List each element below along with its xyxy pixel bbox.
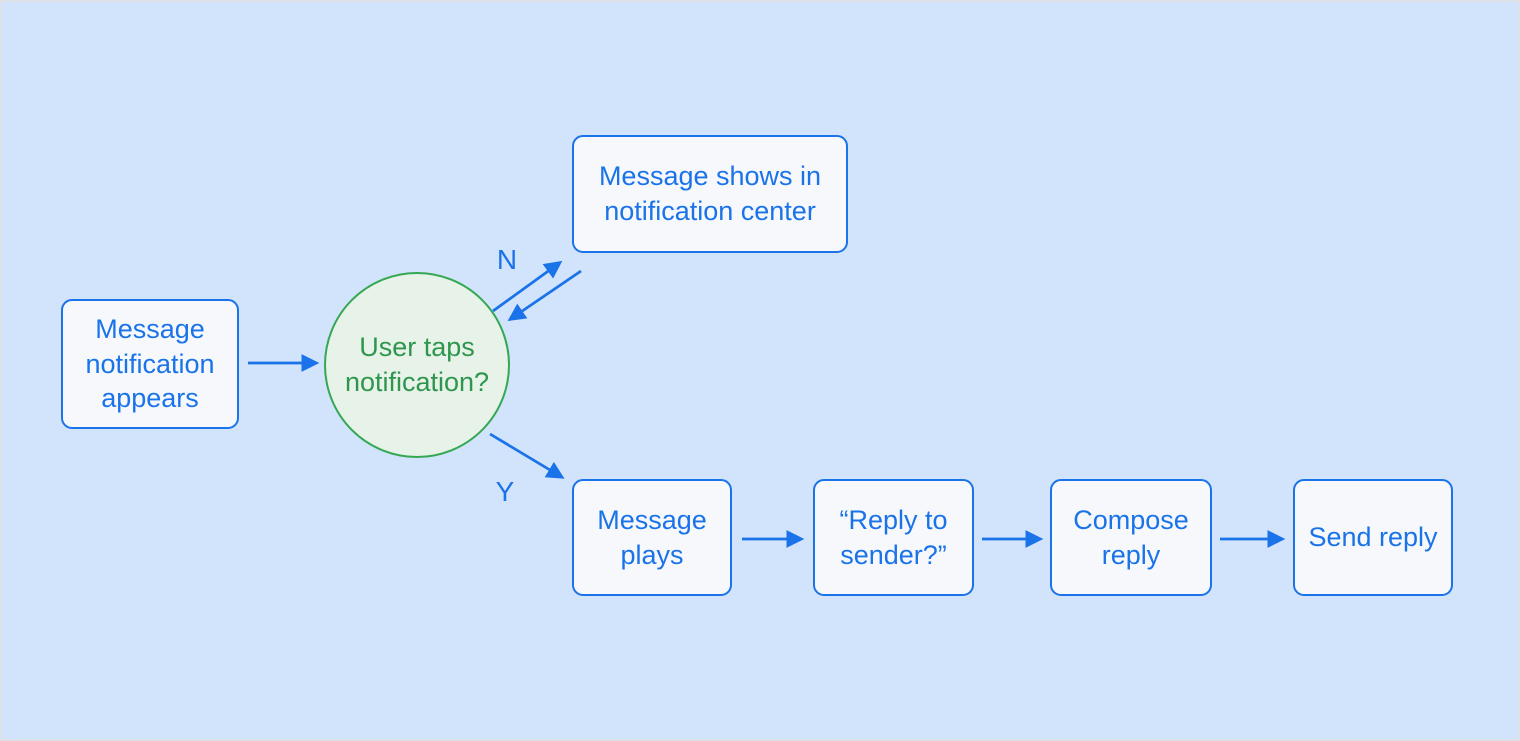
node-notification-center: Message shows in notification center: [572, 135, 848, 253]
edge-notif-center-to-decision: [507, 269, 582, 322]
edge-label-yes: Y: [495, 476, 515, 507]
node-compose-reply-label: Compose reply: [1073, 504, 1189, 570]
node-message-plays: Message plays: [572, 479, 732, 596]
node-start: Message notification appears: [61, 299, 239, 429]
node-decision-label: User taps notification?: [344, 332, 490, 397]
node-send-reply-label: Send reply: [1308, 522, 1438, 553]
node-send-reply: Send reply: [1293, 479, 1453, 596]
node-message-plays-label: Message plays: [597, 504, 707, 570]
node-start-label: Message notification appears: [85, 314, 215, 414]
node-compose-reply: Compose reply: [1050, 479, 1212, 596]
edge-label-no: N: [496, 244, 518, 275]
node-reply-prompt: “Reply to sender?”: [813, 479, 974, 596]
node-reply-prompt-label: “Reply to sender?”: [839, 504, 948, 570]
node-decision: User taps notification?: [324, 272, 510, 458]
edge-decision-to-message-plays: [489, 432, 565, 479]
node-notification-center-label: Message shows in notification center: [598, 161, 822, 226]
